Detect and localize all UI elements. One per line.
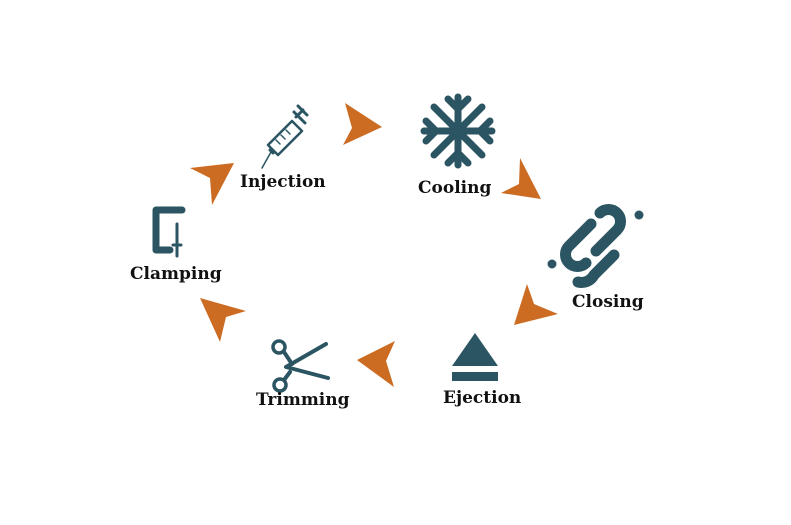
eject-icon	[452, 333, 498, 381]
arrow-closing-to-ejection	[514, 284, 558, 325]
step-label-closing: Closing	[572, 292, 644, 312]
step-label-ejection: Ejection	[443, 388, 522, 408]
arrow-clamping-to-injection	[190, 163, 234, 205]
arrow-trimming-to-clamping	[200, 298, 246, 342]
step-label-clamping: Clamping	[130, 264, 222, 284]
arrow-cooling-to-closing	[501, 158, 541, 199]
arrow-ejection-to-trimming	[357, 341, 395, 387]
syringe-icon	[261, 104, 309, 169]
link-icon	[547, 204, 644, 288]
step-label-trimming: Trimming	[256, 390, 350, 410]
scissors-icon	[271, 339, 330, 393]
step-label-cooling: Cooling	[418, 178, 492, 198]
step-label-injection: Injection	[240, 172, 326, 192]
clamp-icon	[152, 206, 186, 258]
arrow-injection-to-cooling	[343, 103, 382, 145]
snowflake-icon	[420, 93, 496, 169]
